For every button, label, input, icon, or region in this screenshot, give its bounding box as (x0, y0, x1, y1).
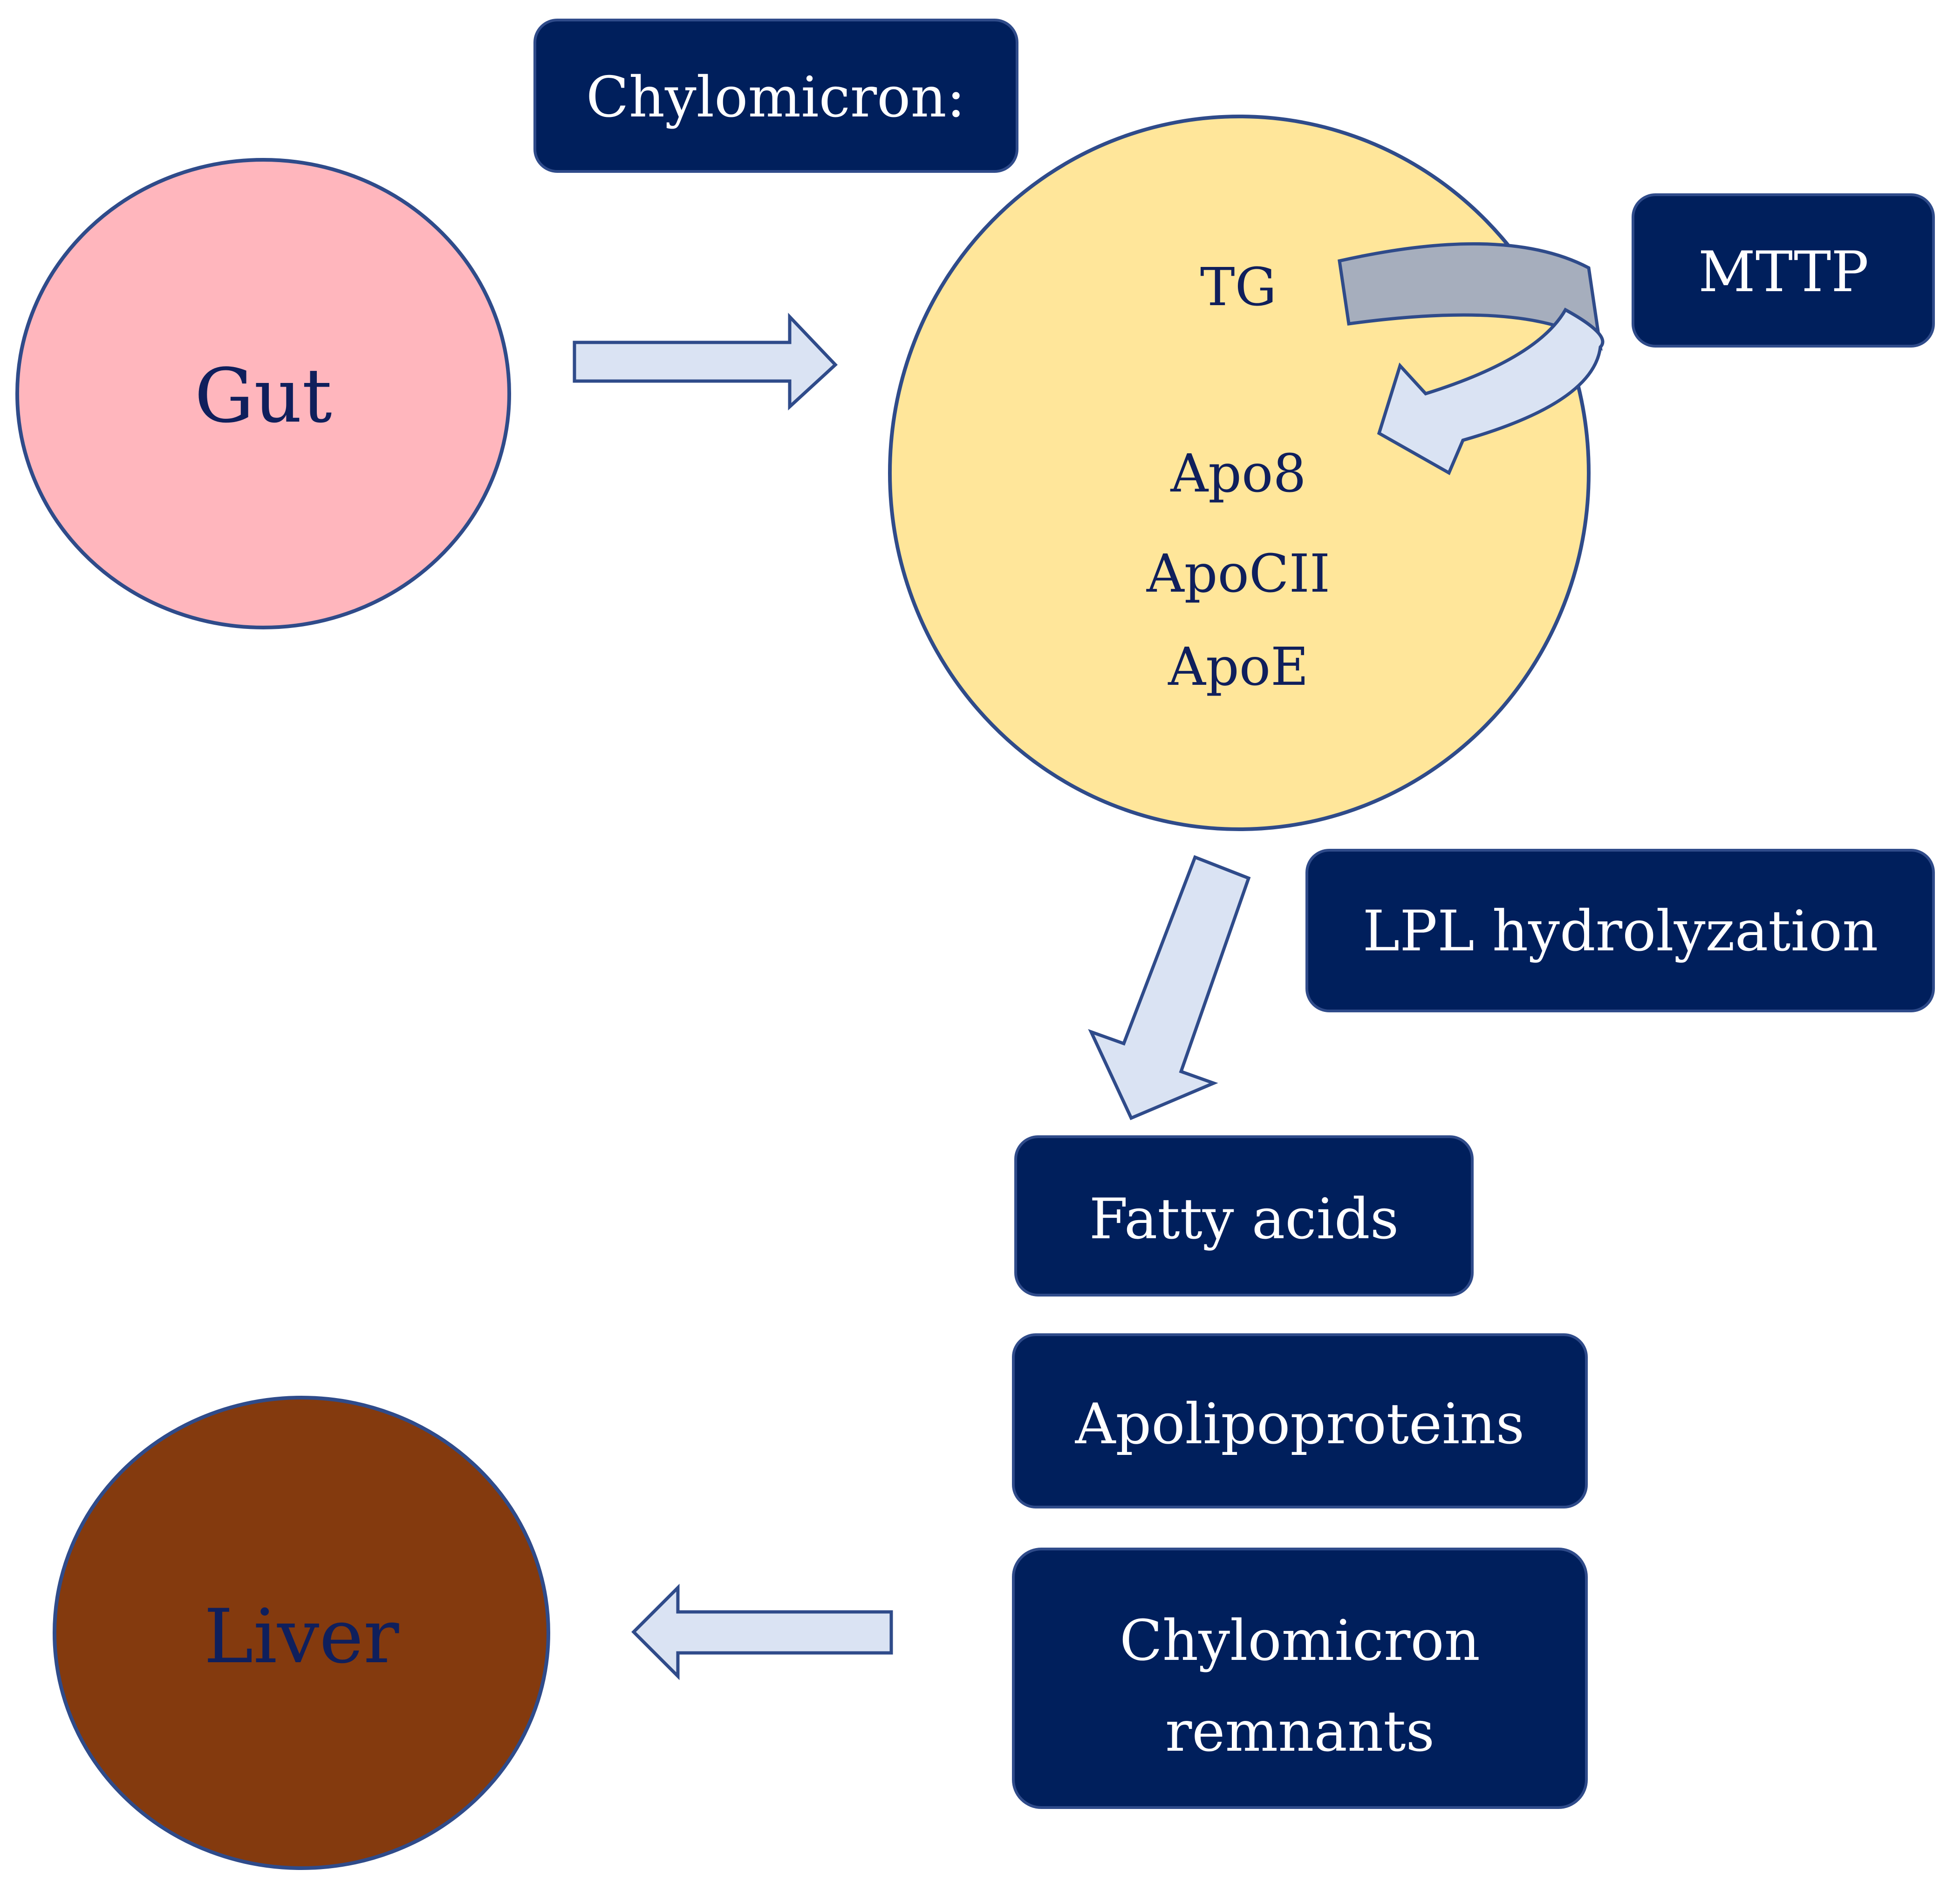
remnants-text-line2: remnants (1165, 1699, 1435, 1764)
mttp-text: MTTP (1698, 240, 1869, 305)
liver-label: Liver (204, 1593, 400, 1680)
chylomicron-to-products-arrow (1088, 855, 1251, 1120)
tg-label: TG (1200, 257, 1277, 318)
apo8-label: Apo8 (1170, 444, 1306, 504)
gut-node: Gut (15, 158, 511, 629)
curved-arrow-light-body (1377, 307, 1605, 475)
liver-node: Liver (53, 1396, 550, 1870)
gut-to-chylomicron-arrow (573, 313, 838, 410)
fatty-acids-text: Fatty acids (1089, 1187, 1399, 1252)
chylomicron-title-box: Chylomicron: (533, 19, 1018, 173)
apolipoproteins-box: Apolipoproteins (1012, 1333, 1588, 1508)
lpl-text: LPL hydrolyzation (1363, 899, 1879, 964)
fatty-acids-box: Fatty acids (1014, 1135, 1474, 1297)
liver-circle (53, 1396, 550, 1870)
gut-circle (15, 158, 511, 629)
apoe-label: ApoE (1168, 637, 1309, 697)
remnants-box: Chylomicron remnants (1012, 1548, 1588, 1809)
chylomicron-particle: TG Apo8 ApoCII ApoE (888, 115, 1591, 831)
gut-label: Gut (194, 352, 332, 439)
mttp-curved-arrow (1338, 242, 1605, 475)
remnants-text-line1: Chylomicron (1120, 1609, 1480, 1673)
remnants-to-liver-arrow (631, 1583, 893, 1680)
chylomicron-title-text: Chylomicron: (586, 65, 965, 130)
lpl-box: LPL hydrolyzation (1305, 849, 1935, 1012)
apocii-label: ApoCII (1146, 544, 1330, 604)
apolipoproteins-text: Apolipoproteins (1075, 1392, 1524, 1457)
mttp-box: MTTP (1632, 193, 1935, 348)
